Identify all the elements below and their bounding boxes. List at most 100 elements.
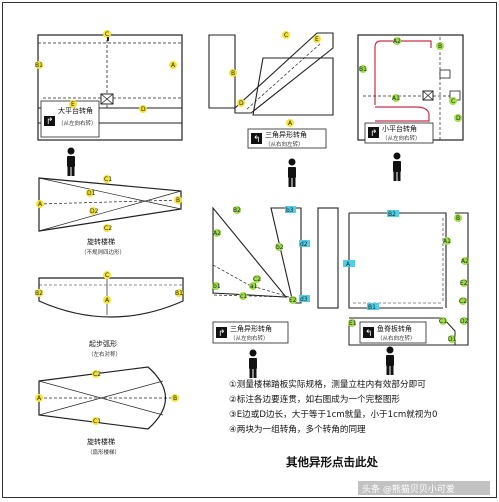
person-icon (249, 349, 257, 378)
label-d1: D1 (448, 336, 457, 343)
label-b2: B2 (233, 207, 241, 214)
turn-arrow-icon (216, 327, 227, 338)
large-platform-caption-sub: （从左向右转） (58, 119, 97, 127)
red-outline-top (374, 40, 432, 105)
label-dot (174, 196, 182, 204)
label-e: E (71, 101, 75, 108)
label-b: B (231, 70, 235, 77)
triangle-top-caption: 三角异形转角 (265, 130, 307, 139)
arc-start-caption-sub: （左右对称） (88, 350, 121, 358)
label-b1: B1 (35, 62, 43, 69)
fish-right-board (446, 212, 469, 346)
turn-arrow-icon (251, 133, 262, 144)
red-outline-bottom (375, 106, 430, 122)
label-dot (86, 189, 94, 197)
label-dot (454, 214, 462, 222)
note-3: ③E边或D边长，大于等于1cm就量，小于1cm就视为0 (229, 408, 437, 420)
label-a: A (37, 395, 42, 402)
label-c: C (451, 98, 455, 105)
label-e2: E2 (289, 297, 297, 304)
label-b2s: b2 (276, 244, 284, 251)
label-b: B (456, 215, 460, 222)
turn-arrow-icon (44, 116, 55, 126)
note-2: ②标注各边要连贯，如右图成为一个完整图形 (229, 393, 400, 405)
label-a1: a1 (250, 283, 258, 290)
label-chip (367, 303, 379, 310)
note-4: ④两块为一组转角，多个转角的同理 (229, 423, 366, 435)
notes-block: ①测量楼梯踏板实际规格，测量立柱内有效部分即可 ②标注各边要连贯，如右图成为一个… (229, 378, 437, 435)
label-c2: C2 (459, 298, 467, 305)
label-c: C (105, 31, 109, 38)
triangle-mid-panel: B2 b3 A2 b2 C2 a1 c1 b1 E2 d3 d2 ↱ 三角异形转… (212, 206, 339, 378)
triangle-left-piece (212, 206, 288, 298)
fish-spine-caption-sub: （从右向左转） (377, 334, 416, 342)
label-b2: B2 (35, 290, 43, 297)
triangle-right-piece (270, 207, 302, 304)
label-dot (239, 292, 247, 300)
triangle-top-caption-sub: （从右向左转） (265, 140, 304, 148)
label-d: D (239, 100, 244, 107)
label-c1: C1 (93, 418, 101, 425)
spiral-quad-caption: 旋转楼梯 (87, 237, 115, 246)
spiral-fan-caption: 旋转楼梯 (87, 437, 115, 446)
fish-spine-caption: 鱼脊板转角 (377, 324, 412, 333)
label-dot (459, 297, 467, 305)
triangle-top-caption-box (247, 128, 327, 149)
label-c1: C1 (439, 318, 447, 325)
label-dot (92, 417, 100, 425)
label-c: C (284, 32, 288, 39)
triangle-mid-caption-box (212, 321, 289, 344)
label-a: A (288, 120, 293, 127)
turn-arrow-glyph: ↰ (365, 329, 373, 339)
label-a1: A1 (392, 95, 400, 102)
label-dot (69, 100, 77, 108)
label-dot (36, 200, 44, 208)
label-dot (313, 35, 321, 43)
footer-title[interactable]: 其他异形点击此处 (286, 455, 378, 469)
label-a: A (346, 261, 351, 268)
label-b2: B2 (388, 211, 396, 218)
label-dot (213, 229, 221, 237)
turn-arrow-glyph: ↰ (253, 135, 261, 145)
fish-top-edge (349, 212, 447, 308)
label-dot (449, 97, 457, 105)
turn-arrow-glyph: ↱ (370, 129, 378, 139)
spiral-quad-caption-sub: （不规则四边形） (81, 248, 125, 256)
label-b: B (438, 43, 442, 50)
label-chip (343, 260, 355, 267)
triangle-top-panel: C E B A D ↰ 三角异形转角 （从右向左转） (208, 31, 334, 187)
label-dot (89, 207, 97, 215)
label-dot (171, 394, 179, 402)
label-b1: b1 (213, 283, 221, 290)
spiral-fan-panel: C2 C1 A B 旋转楼梯 （扇形楼梯） (35, 366, 179, 456)
label-d2: d2 (300, 241, 308, 248)
label-dot (439, 317, 447, 325)
label-dot (443, 237, 451, 245)
label-b: B (176, 197, 180, 204)
label-b1: B1 (368, 304, 376, 311)
large-platform-panel: ↱ 大平台转角 （从左向右转） C B1 A E D (35, 30, 183, 176)
label-dot (92, 370, 100, 378)
fish-spine-caption-box (359, 321, 427, 344)
label-a: A (171, 62, 176, 69)
person-icon (393, 152, 401, 181)
label-e2: E2 (460, 280, 468, 287)
label-c: C (105, 272, 109, 279)
label-a1: A1 (443, 238, 451, 245)
label-dot (448, 335, 456, 343)
small-platform-caption-sub: （从左向右转） (382, 134, 421, 142)
label-c2: C2 (253, 276, 261, 283)
person-icon (386, 346, 394, 375)
triangle-mid-caption: 三角异形转角 (230, 324, 272, 333)
label-dot (461, 257, 469, 265)
turn-arrow-glyph: ↱ (218, 329, 226, 339)
label-c1: C1 (104, 176, 112, 183)
label-dot (229, 69, 237, 77)
fish-spine-panel: B2 B1 A B A2 A1 C1 C2 D1 D2 E1 E2 ↰ 鱼脊板转… (343, 210, 469, 375)
label-dot (103, 271, 111, 279)
label-dot (460, 317, 468, 325)
fan-outline (38, 366, 167, 430)
label-chip (299, 240, 310, 247)
label-dot (103, 296, 111, 304)
